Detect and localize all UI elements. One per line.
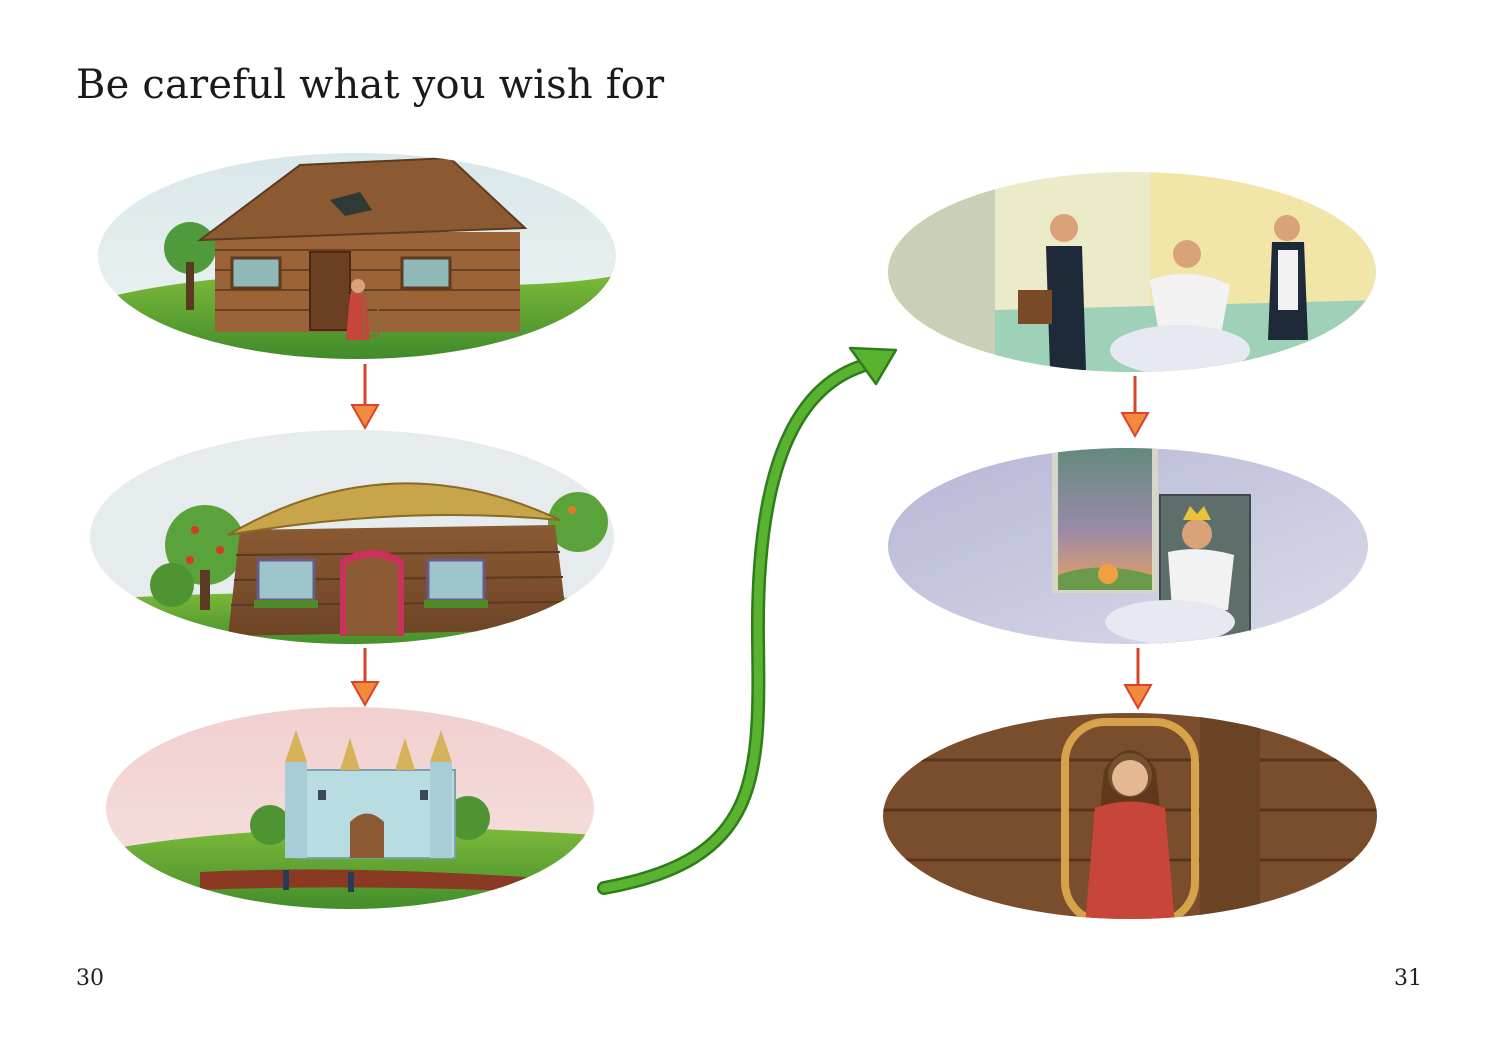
- page-title: Be careful what you wish for: [76, 62, 665, 108]
- arrow-down-2: [350, 648, 380, 708]
- panel-castle: [106, 707, 594, 909]
- curved-arrow: [597, 346, 898, 895]
- page-number-right: 31: [1394, 966, 1422, 991]
- panel-back-home: [883, 713, 1377, 919]
- arrow-down-1: [350, 364, 380, 431]
- panel-servants: [888, 172, 1376, 372]
- arrow-down-4: [1123, 648, 1153, 711]
- panel-cottage: [90, 430, 614, 644]
- panel-queen: [888, 448, 1368, 644]
- arrow-down-3: [1120, 376, 1150, 439]
- panel-shabby-cabin: [98, 153, 616, 359]
- page-number-left: 30: [76, 966, 104, 991]
